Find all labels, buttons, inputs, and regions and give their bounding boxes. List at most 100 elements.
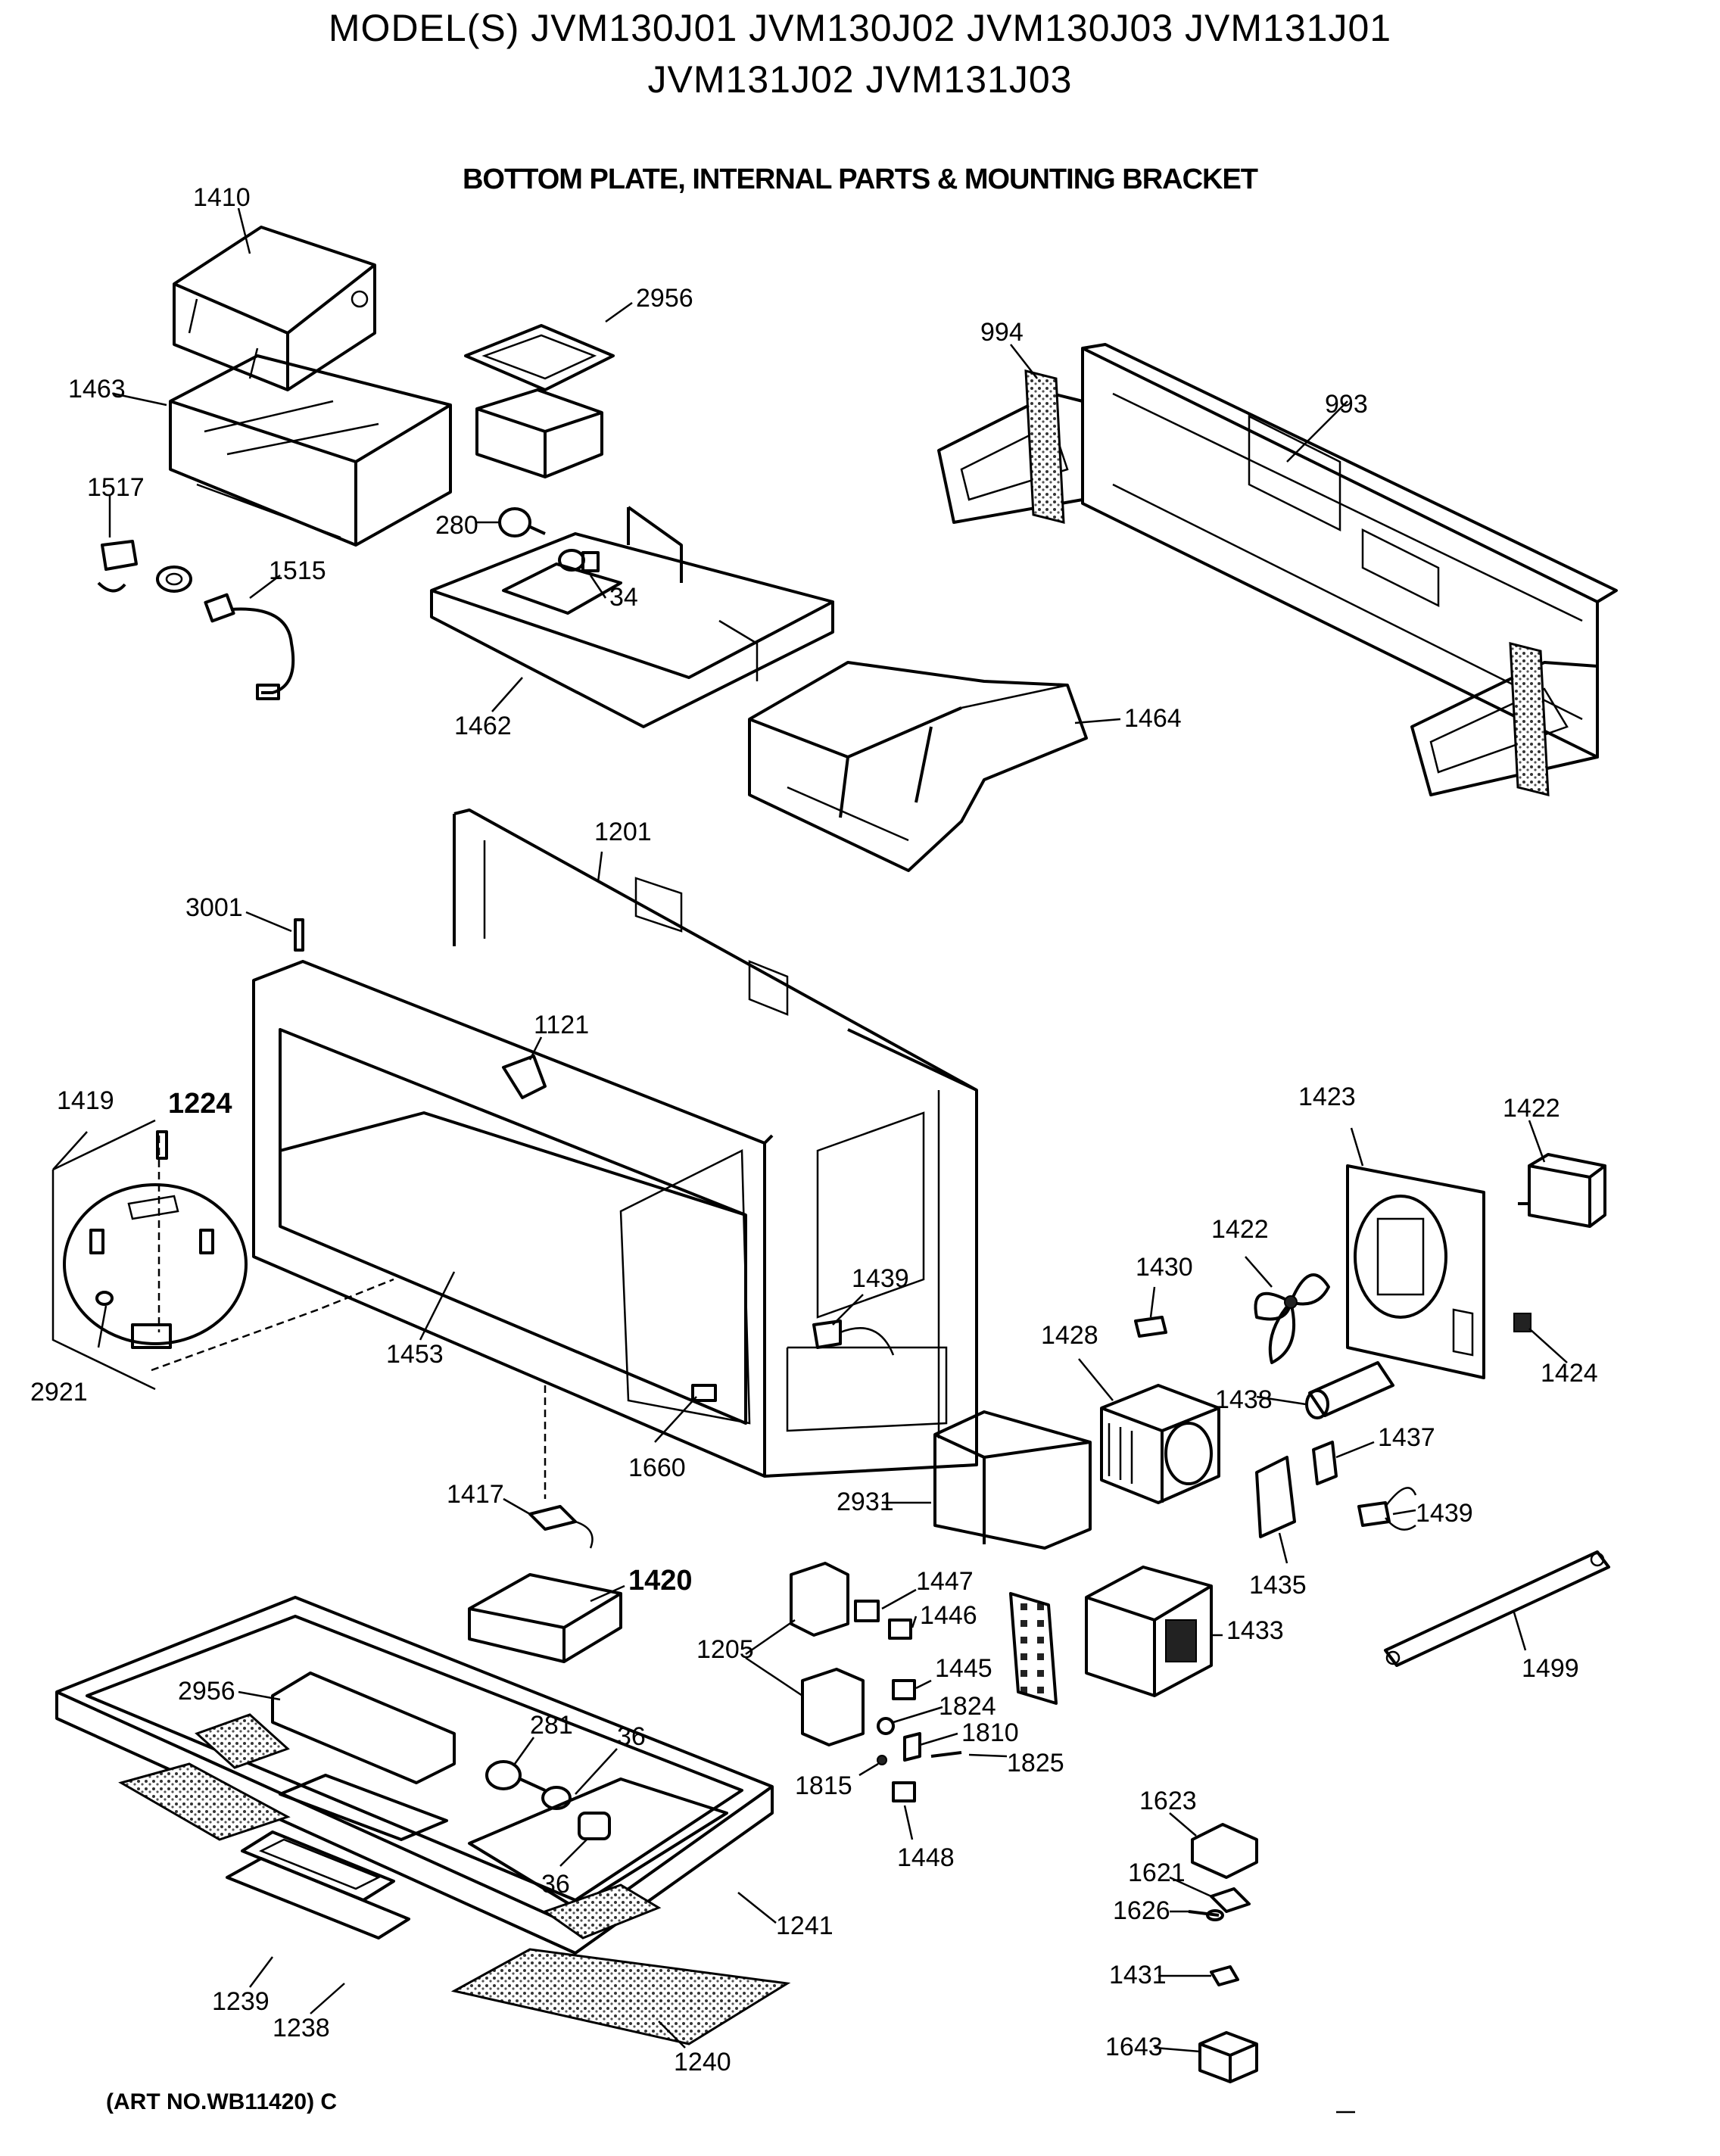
callout-280: 280 (435, 511, 478, 540)
part-damper-box (475, 388, 603, 478)
callout-1621: 1621 (1128, 1858, 1186, 1887)
part-1410-cover (173, 226, 376, 391)
part-281-lamp (485, 1760, 546, 1792)
part-1660-lamp (691, 1384, 717, 1402)
callout-1435: 1435 (1249, 1571, 1307, 1600)
part-1121-latch (502, 1055, 547, 1099)
callout-1424: 1424 (1541, 1359, 1598, 1388)
callout-2921: 2921 (30, 1378, 88, 1407)
leader-lines (52, 207, 1568, 2053)
part-1431-diode (1210, 1965, 1239, 1986)
part-1430-thermal-cutout (1134, 1316, 1167, 1338)
callout-1499: 1499 (1522, 1654, 1579, 1683)
part-1825-screw (930, 1751, 962, 1758)
part-36-lamp-socket (541, 1786, 611, 1840)
callout-1241: 1241 (776, 1911, 834, 1940)
part-1422-fan-motor (1518, 1153, 1606, 1228)
callout-1423: 1423 (1298, 1083, 1356, 1111)
part-993-mounting-bracket (937, 343, 1618, 796)
callout-1517: 1517 (87, 473, 145, 502)
part-1439-wire (1357, 1487, 1417, 1531)
callout-1433: 1433 (1226, 1616, 1284, 1645)
callout-1419: 1419 (57, 1086, 114, 1115)
callout-1446: 1446 (920, 1601, 977, 1630)
part-1445-switch (892, 1679, 916, 1700)
callout-36-b: 36 (541, 1870, 570, 1899)
part-1517-lamp-socket (97, 540, 192, 593)
part-1205-switch-holder (790, 1562, 865, 1746)
callout-1660: 1660 (628, 1453, 686, 1482)
callout-1410: 1410 (193, 183, 251, 212)
callout-1623: 1623 (1139, 1787, 1197, 1815)
callout-1431: 1431 (1109, 1961, 1167, 1989)
callout-2956-top: 2956 (636, 284, 693, 313)
callout-1121: 1121 (534, 1011, 589, 1039)
callout-1643: 1643 (1105, 2033, 1163, 2061)
callout-labels: 1410 2956 994 993 1463 1517 1515 280 34 … (30, 183, 1598, 2077)
callout-1515: 1515 (269, 556, 326, 585)
callout-1439-cavity: 1439 (852, 1264, 909, 1293)
part-1447-switch (854, 1600, 880, 1622)
part-1621-fuse-clip (1210, 1887, 1251, 1913)
part-1428-magnetron (1100, 1384, 1220, 1504)
part-1462-inner-tray (430, 506, 834, 728)
part-1433-transformer (1085, 1566, 1213, 1697)
callout-1462: 1462 (454, 712, 512, 740)
callout-994: 994 (980, 318, 1024, 347)
callout-1626: 1626 (1113, 1896, 1170, 1925)
part-1238-light-cover (226, 1857, 410, 1939)
callout-1430: 1430 (1136, 1253, 1193, 1282)
part-1240-grease-filter (450, 1948, 791, 2045)
callout-1437: 1437 (1378, 1423, 1435, 1452)
part-1417-thermal-cutout (528, 1385, 594, 1549)
callout-1815: 1815 (795, 1771, 852, 1800)
part-heat-shield-grid (1009, 1592, 1058, 1705)
callout-2931: 2931 (837, 1488, 894, 1516)
callout-1438: 1438 (1215, 1385, 1273, 1414)
part-2931-duct (933, 1410, 1092, 1550)
callout-1201: 1201 (594, 818, 652, 846)
callout-1824: 1824 (939, 1692, 996, 1721)
callout-1224: 1224 (168, 1088, 232, 1120)
callout-1205: 1205 (696, 1635, 754, 1664)
part-1448-switch (892, 1781, 916, 1802)
part-2956-top-filter (464, 324, 615, 391)
callout-1422-fan: 1422 (1211, 1215, 1269, 1244)
callout-36-a: 36 (617, 1722, 646, 1751)
part-1241-bottom-plate (55, 1596, 774, 1955)
part-1224-screw (156, 1130, 168, 1160)
part-1438-capacitor (1305, 1361, 1394, 1419)
callout-34: 34 (609, 583, 638, 612)
part-1515-wire-harness (204, 593, 295, 700)
callout-1825: 1825 (1007, 1749, 1064, 1777)
callout-1439-wire: 1439 (1416, 1499, 1473, 1528)
part-1810-lever (903, 1732, 921, 1762)
part-1446-switch (888, 1619, 912, 1640)
callout-1453: 1453 (386, 1340, 444, 1369)
part-2921-washer (95, 1291, 114, 1306)
part-1623-fuse-holder (1191, 1823, 1258, 1879)
part-1419-stirrer-assembly (51, 1119, 394, 1391)
part-34-lamp-socket (558, 549, 600, 572)
part-994-bracket-pad (1024, 369, 1550, 796)
part-280-lamp (498, 507, 546, 537)
callout-1463: 1463 (68, 375, 126, 403)
models-line-1: MODEL(S) JVM130J01 JVM130J02 JVM130J03 J… (328, 7, 1392, 49)
part-1424-clip (1513, 1313, 1531, 1332)
part-1463-duct-box (169, 354, 452, 547)
part-1824-spring (877, 1717, 895, 1735)
part-1422-fan-blade (1254, 1273, 1330, 1364)
callout-1810: 1810 (961, 1718, 1019, 1747)
callout-1445: 1445 (935, 1654, 992, 1683)
part-1239-light-lens (241, 1830, 395, 1902)
callout-1420: 1420 (628, 1565, 693, 1597)
callout-993: 993 (1325, 390, 1368, 419)
part-1626-fuse (1188, 1909, 1224, 1921)
callout-1240: 1240 (674, 2048, 731, 2077)
callout-1239: 1239 (212, 1987, 270, 2016)
part-1439-cavity-wire (812, 1319, 895, 1356)
callout-1417: 1417 (447, 1480, 504, 1509)
art-number: (ART NO.WB11420) C (106, 2089, 338, 2114)
callout-1447: 1447 (916, 1567, 974, 1596)
